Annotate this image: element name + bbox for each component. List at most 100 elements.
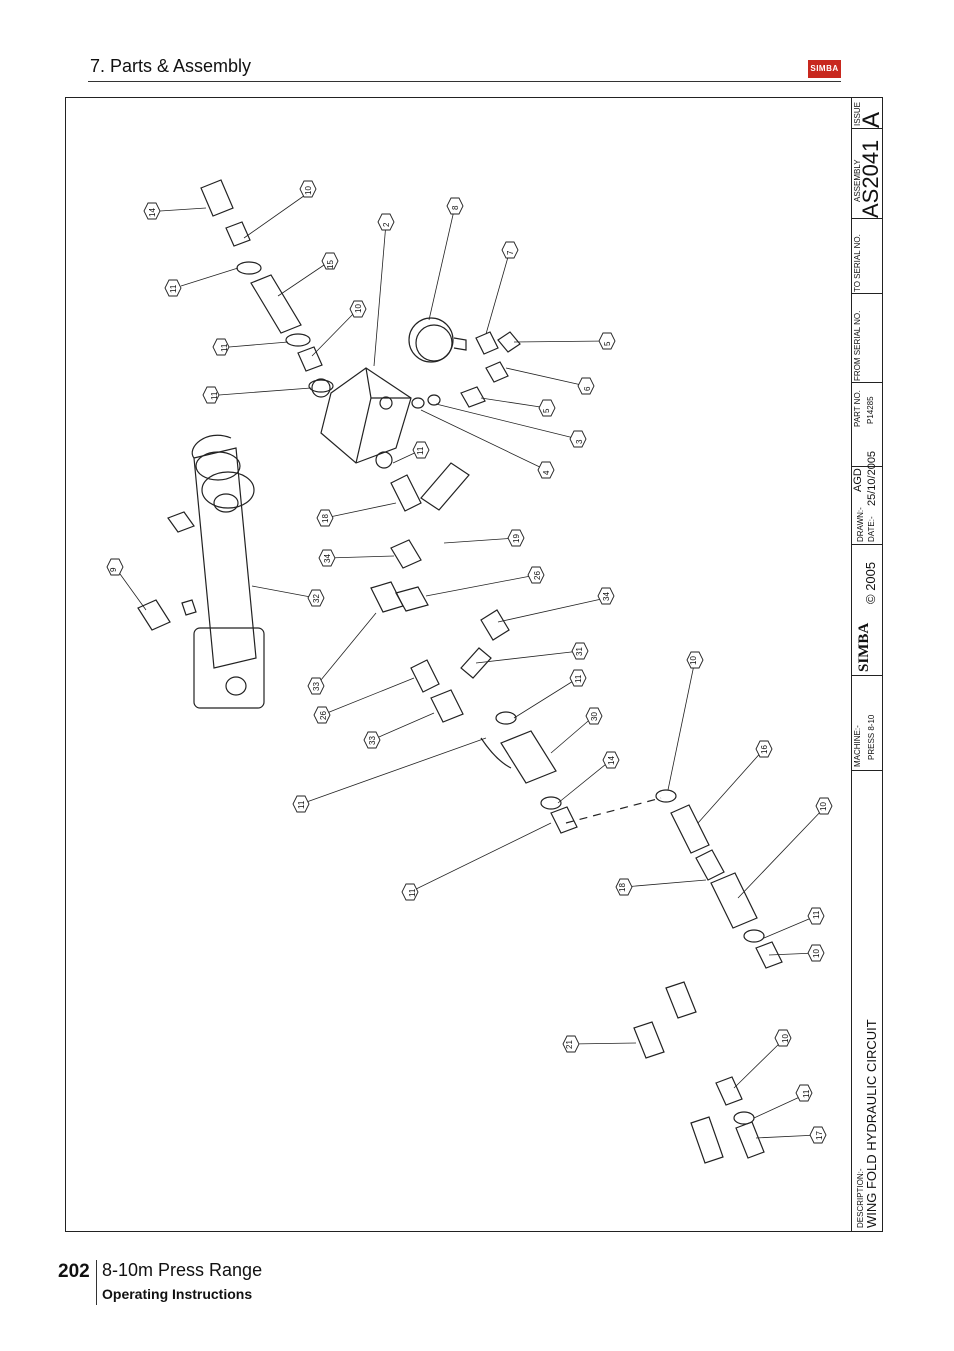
callout-33a xyxy=(307,677,325,695)
hydraulic-cylinder-drawing xyxy=(137,434,265,709)
callout-label: 10 xyxy=(304,186,313,195)
hose-30-drawing xyxy=(480,737,512,769)
fitting-33-drawing xyxy=(370,581,404,613)
callout-label: 30 xyxy=(590,712,599,721)
tb-divider-to-serial xyxy=(852,293,883,294)
callout-10f xyxy=(774,1029,792,1047)
callout-label: 10 xyxy=(819,802,828,811)
callout-30 xyxy=(585,707,603,725)
drawing-frame xyxy=(65,97,883,1232)
valve-block-drawing xyxy=(311,367,412,469)
exploded-assembly-drawing xyxy=(106,179,833,1164)
machine-label: MACHINE:- xyxy=(853,725,862,767)
callout-label: 4 xyxy=(542,470,551,475)
callout-label: 26 xyxy=(319,711,328,720)
callout-label: 17 xyxy=(815,1131,824,1140)
title-block-brand: SIMBA xyxy=(856,622,872,672)
fitting-18-drawing xyxy=(390,474,422,512)
callout-31 xyxy=(571,642,589,660)
fitting-26b-drawing xyxy=(410,659,440,693)
callout-11e xyxy=(569,669,587,687)
washer-11f-drawing xyxy=(655,789,677,803)
date-label: DATE:- xyxy=(867,516,876,542)
callout-6 xyxy=(577,377,595,395)
callout-label: 10 xyxy=(689,656,698,665)
fitting-31-drawing xyxy=(460,647,492,679)
from-serial-label: FROM SERIAL NO. xyxy=(853,310,862,381)
callout-18b xyxy=(615,878,633,896)
fitting-34-drawing xyxy=(390,539,422,569)
date-value: 25/10/2005 xyxy=(866,450,878,506)
callout-label: 18 xyxy=(618,883,627,892)
tb-divider-part xyxy=(852,466,883,467)
callout-7 xyxy=(501,241,519,259)
fitting-17-drawing xyxy=(735,1121,765,1159)
leader-lines xyxy=(114,192,825,1139)
callout-label: 7 xyxy=(506,250,515,255)
callout-label: 10 xyxy=(812,949,821,958)
callout-label: 16 xyxy=(760,745,769,754)
callout-label: 5 xyxy=(542,408,551,413)
page-number: 202 xyxy=(58,1261,90,1282)
callout-label: 11 xyxy=(802,1089,811,1098)
fitting-34b-drawing xyxy=(480,609,510,641)
header-rule xyxy=(88,81,841,82)
callout-label: 11 xyxy=(574,674,583,683)
issue-value: A xyxy=(858,111,885,128)
fitting-10d-drawing xyxy=(755,941,783,969)
assembly-value: AS2041 xyxy=(858,139,883,218)
callout-34a xyxy=(318,549,336,567)
tb-divider-assembly xyxy=(852,218,883,219)
callout-3 xyxy=(569,430,587,448)
tb-divider-brand xyxy=(852,675,883,676)
callout-label: 11 xyxy=(169,284,178,293)
callout-5b xyxy=(538,399,556,417)
callout-label: 26 xyxy=(533,571,542,580)
callout-label: 11 xyxy=(220,343,229,352)
callout-16 xyxy=(815,797,833,815)
drawn-label: DRAWN:- xyxy=(856,507,865,542)
simba-logo: SIMBA xyxy=(808,60,841,78)
washer-4-drawing xyxy=(411,397,425,409)
fitting-7-drawing xyxy=(475,331,499,355)
tb-divider-from-serial xyxy=(852,382,883,383)
pressure-gauge-drawing xyxy=(408,317,467,363)
footer-title: 8-10m Press Range xyxy=(102,1260,263,1280)
to-serial-label: TO SERIAL NO. xyxy=(853,234,862,292)
drawn-value: AGD xyxy=(852,468,864,492)
callout-10c xyxy=(292,795,310,813)
callout-label: 10 xyxy=(781,1034,790,1043)
fitting-15-drawing xyxy=(250,274,302,334)
callout-4 xyxy=(537,461,555,479)
callout-label: 15 xyxy=(326,260,335,269)
callout-label: 33 xyxy=(368,736,377,745)
callout-label: 31 xyxy=(575,647,584,656)
callout-label: 11 xyxy=(812,910,821,919)
washer-3-drawing xyxy=(427,394,441,406)
tb-divider-issue xyxy=(852,128,883,129)
machine-value: PRESS 8-10 xyxy=(867,714,876,760)
fitting-10c-drawing xyxy=(550,806,578,834)
callout-10d xyxy=(401,883,419,901)
valve-30-drawing xyxy=(500,730,557,784)
callout-10b xyxy=(349,300,367,318)
fitting-5b-drawing xyxy=(460,386,486,408)
callout-14b xyxy=(755,740,773,758)
callout-34b xyxy=(597,587,615,605)
callout-label: 5 xyxy=(603,341,612,346)
description-value: WING FOLD HYDRAULIC CIRCUIT xyxy=(864,1019,879,1228)
fitting-33b-drawing xyxy=(430,689,464,723)
washer-11b-drawing xyxy=(285,333,311,347)
callout-17 xyxy=(809,1126,827,1144)
washer-11e-drawing xyxy=(540,796,562,810)
callout-10e xyxy=(807,944,825,962)
callout-label: 11 xyxy=(408,888,417,897)
callout-label: 14 xyxy=(607,756,616,765)
part-no-value: P14285 xyxy=(866,396,875,424)
footer-subtitle: Operating Instructions xyxy=(102,1286,253,1302)
callout-11d xyxy=(412,441,430,459)
callout-2 xyxy=(377,213,395,231)
title-block-divider xyxy=(851,97,852,1232)
callout-label: 21 xyxy=(565,1040,574,1049)
fitting-21b-drawing xyxy=(633,1021,665,1059)
